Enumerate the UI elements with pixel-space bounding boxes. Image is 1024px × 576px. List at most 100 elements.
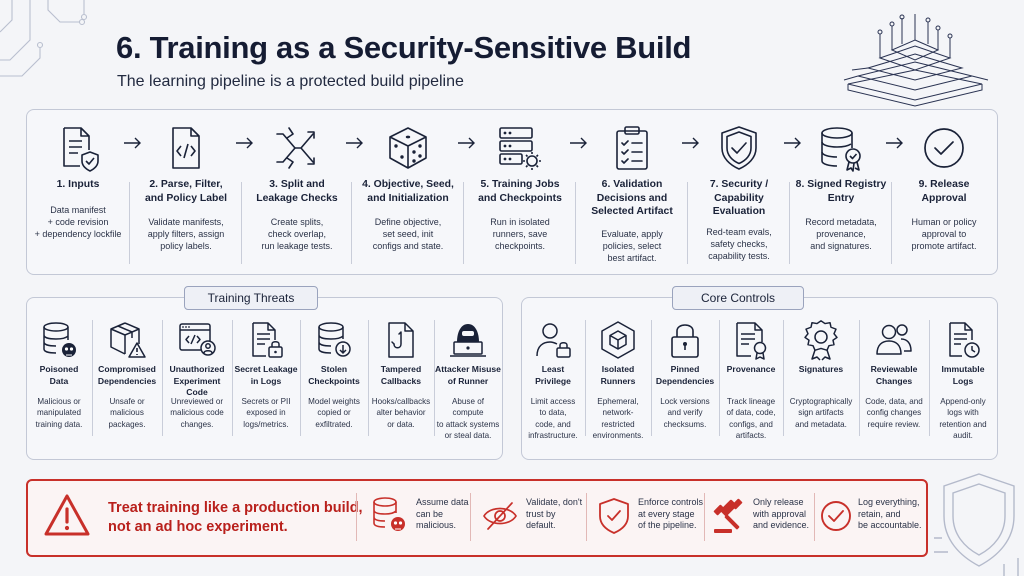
callout-item: Validate, don't trust by default. [526,497,583,530]
stage-divider [789,182,790,264]
eye-slash-icon [483,502,517,530]
gavel-icon [713,498,743,533]
control-title: Least Privilege [535,364,571,386]
shield-check-icon [721,126,757,170]
log-lock-icon [252,322,283,358]
stage-description: Define objective, set seed, init configs… [372,217,444,251]
control-description: Limit access to data, code, and infrastr… [528,397,578,441]
stage-title: 5. Training Jobs and Checkpoints [478,179,562,204]
threat-title: Secret Leakage in Logs [234,364,298,386]
control-title: Signatures [798,364,844,374]
card-divider [929,320,930,436]
control-card-least-privilege: Least Privilege Limit access to data, co… [522,318,584,450]
stage-title: 8. Signed Registry Entry [795,179,887,204]
threats-heading: Training Threats [184,286,318,310]
shield-circuit-decoration-icon [934,473,1019,576]
threat-card-poisoned-data: Poisoned Data Malicious or manipulated t… [27,318,91,450]
layered-chip-icon [843,14,989,107]
controls-heading: Core Controls [672,286,804,310]
stage-description: Validate manifests, apply filters, assig… [147,217,225,251]
control-card-pinned-dependencies: Pinned Dependencies Lock versions and ve… [652,318,718,450]
pipeline-stage-training-jobs: 5. Training Jobs and Checkpoints Run in … [465,110,575,274]
stage-title: 1. Inputs [56,179,100,190]
threat-card-tampered-callbacks: Tampered Callbacks Hooks/callbacks alter… [369,318,433,450]
database-skull-icon [43,322,76,357]
threat-description: Secrets or PII exposed in logs/metrics. [241,397,291,429]
control-description: Lock versions and verify checksums. [660,397,710,429]
clipboard-checklist-icon [616,126,648,170]
stage-divider [687,182,688,264]
document-shield-icon [63,127,99,172]
pipeline-stage-split: 3. Split and Leakage Checks Create split… [243,110,351,274]
arrow-right-icon [124,137,141,149]
certificate-icon [736,322,767,360]
callout-item: Log everything, retain, and be accountab… [858,497,922,530]
arrow-right-icon [570,137,587,149]
card-divider [434,320,435,436]
stage-title: 2. Parse, Filter, and Policy Label [145,179,227,204]
callout-divider [470,493,471,541]
threat-title: Compromised Dependencies [97,364,157,386]
stage-title: 3. Split and Leakage Checks [256,179,338,204]
stage-title: 9. Release Approval [918,179,970,204]
page-subtitle: The learning pipeline is a protected bui… [117,73,464,90]
pipeline-stage-release-approval: 9. Release Approval Human or policy appr… [893,110,995,274]
check-circle-icon [821,501,851,531]
callout-divider [814,493,815,541]
stage-title: 6. Validation Decisions and Selected Art… [591,179,673,217]
pipeline-stage-security-eval: 7. Security / Capability Evaluation Red-… [689,110,789,274]
page-title: 6. Training as a Security-Sensitive Buil… [116,30,692,65]
card-divider [719,320,720,436]
threat-card-stolen-checkpoints: Stolen Checkpoints Model weights copied … [301,318,367,450]
card-divider [92,320,93,436]
callout-headline: Treat training like a production build, … [108,500,363,535]
arrow-right-icon [886,137,903,149]
threat-title: Poisoned Data [39,364,79,386]
stage-description: Record metadata, provenance, and signatu… [805,217,877,251]
control-card-reviewable-changes: Reviewable Changes Code, data, and confi… [860,318,928,450]
control-card-provenance: Provenance Track lineage of data, code, … [720,318,782,450]
users-review-icon [876,324,912,355]
control-description: Track lineage of data, code, configs, an… [726,397,776,441]
package-warning-icon [110,322,146,358]
control-card-immutable-logs: Immutable Logs Append-only logs with ret… [930,318,996,450]
card-divider [232,320,233,436]
stage-description: Create splits, check overlap, run leakag… [261,217,333,251]
card-divider [585,320,586,436]
dice-icon [389,127,427,169]
stage-divider [129,182,130,264]
control-description: Code, data, and config changes require r… [865,397,923,429]
control-card-isolated-runners: Isolated Runners Ephemeral, network- res… [586,318,650,450]
stage-title: 7. Security / Capability Evaluation [709,179,769,217]
pipeline-stage-inputs: 1. Inputs Data manifest + code revision … [27,110,129,274]
padlock-icon [671,324,699,358]
threat-description: Model weights copied or exfiltrated. [308,397,360,429]
threat-title: Unauthorized Experiment Code [169,364,225,397]
pipeline-stage-signed-registry: 8. Signed Registry Entry Record metadata… [791,110,891,274]
control-description: Append-only logs with retention and audi… [939,397,987,441]
callout-divider [704,493,705,541]
callout-divider [586,493,587,541]
control-title: Pinned Dependencies [655,364,715,386]
pipeline-stage-objective: 4. Objective, Seed, and Initialization D… [353,110,463,274]
database-skull-icon [373,497,405,531]
arrow-right-icon [236,137,253,149]
file-hook-icon [388,322,414,358]
card-divider [300,320,301,436]
stage-description: Evaluate, apply policies, select best ar… [601,229,663,263]
seal-badge-icon [804,320,838,361]
threat-description: Malicious or manipulated training data. [35,397,83,429]
callout-item: Enforce controls at every stage of the p… [638,497,704,530]
pipeline-stage-validation: 6. Validation Decisions and Selected Art… [577,110,687,274]
card-divider [651,320,652,436]
log-clock-icon [949,322,980,358]
callout-item: Only release with approval and evidence. [753,497,810,530]
threat-card-runner-misuse: Attacker Misuse of Runner Abuse of compu… [435,318,501,450]
stage-divider [575,182,576,264]
server-gear-icon [499,127,541,170]
control-title: Immutable Logs [941,364,985,386]
stage-title: 4. Objective, Seed, and Initialization [362,179,454,204]
threat-card-compromised-dependencies: Compromised Dependencies Unsafe or malic… [93,318,161,450]
card-divider [783,320,784,436]
control-title: Reviewable Changes [870,364,918,386]
